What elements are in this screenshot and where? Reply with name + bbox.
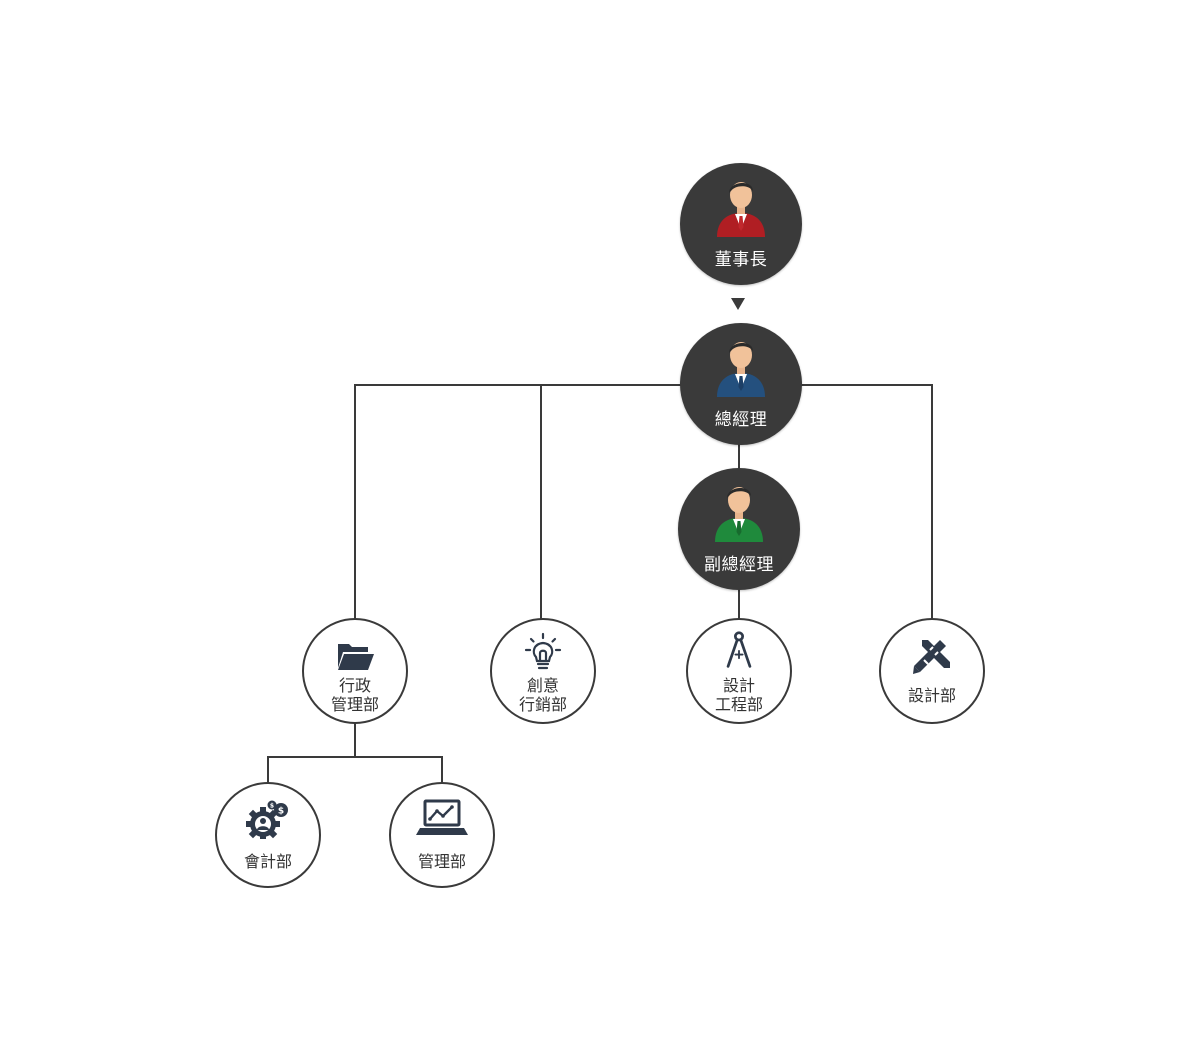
person-red-suit-icon [717, 182, 765, 237]
compass-icon [726, 631, 752, 668]
engineering-dept-label-line1: 設計 [722, 676, 755, 695]
chairman-label: 董事長 [714, 250, 768, 270]
admin-dept-node: 行政 管理部 [302, 618, 408, 724]
vice-general-manager-label: 副總經理 [704, 555, 774, 575]
accounting-dept-label: 會計部 [217, 852, 319, 871]
admin-dept-label-line1: 行政 [338, 676, 371, 695]
design-dept-node: 設計部 [879, 618, 985, 724]
gm-branch-line [354, 384, 933, 620]
general-manager-node: 總經理 [680, 323, 802, 445]
gear-dollar-icon: $ $ [246, 800, 288, 839]
person-green-suit-icon [715, 487, 763, 542]
admin-dept-label-line2: 管理部 [330, 695, 379, 714]
admin-dept-label: 行政 管理部 [304, 676, 406, 714]
chairman-node: 董事長 [680, 163, 802, 285]
management-dept-node: 管理部 [389, 782, 495, 888]
engineering-dept-label-line2: 工程部 [714, 695, 763, 714]
folder-icon [338, 644, 374, 670]
engineering-dept-label: 設計 工程部 [688, 676, 790, 714]
management-dept-label: 管理部 [391, 852, 493, 871]
accounting-dept-node: $ $ 會計部 [215, 782, 321, 888]
creative-dept-node: 創意 行銷部 [490, 618, 596, 724]
accounting-dept-label-line1: 會計部 [243, 852, 292, 871]
lightbulb-icon [524, 632, 562, 670]
pencil-ruler-icon [913, 640, 950, 674]
person-blue-suit-icon [717, 342, 765, 397]
general-manager-label: 總經理 [714, 410, 768, 430]
vice-general-manager-node: 副總經理 [678, 468, 800, 590]
laptop-chart-icon [416, 799, 468, 835]
svg-text:$: $ [278, 807, 284, 817]
svg-text:$: $ [270, 803, 274, 810]
admin-sub-branch-line [267, 756, 443, 785]
design-dept-label-line1: 設計部 [907, 686, 956, 705]
creative-dept-label-line2: 行銷部 [518, 695, 567, 714]
management-dept-label-line1: 管理部 [417, 852, 466, 871]
creative-dept-label-line1: 創意 [526, 676, 559, 695]
creative-dept-label: 創意 行銷部 [492, 676, 594, 714]
engineering-dept-node: 設計 工程部 [686, 618, 792, 724]
down-arrow-icon [731, 298, 745, 310]
design-dept-label: 設計部 [881, 686, 983, 705]
